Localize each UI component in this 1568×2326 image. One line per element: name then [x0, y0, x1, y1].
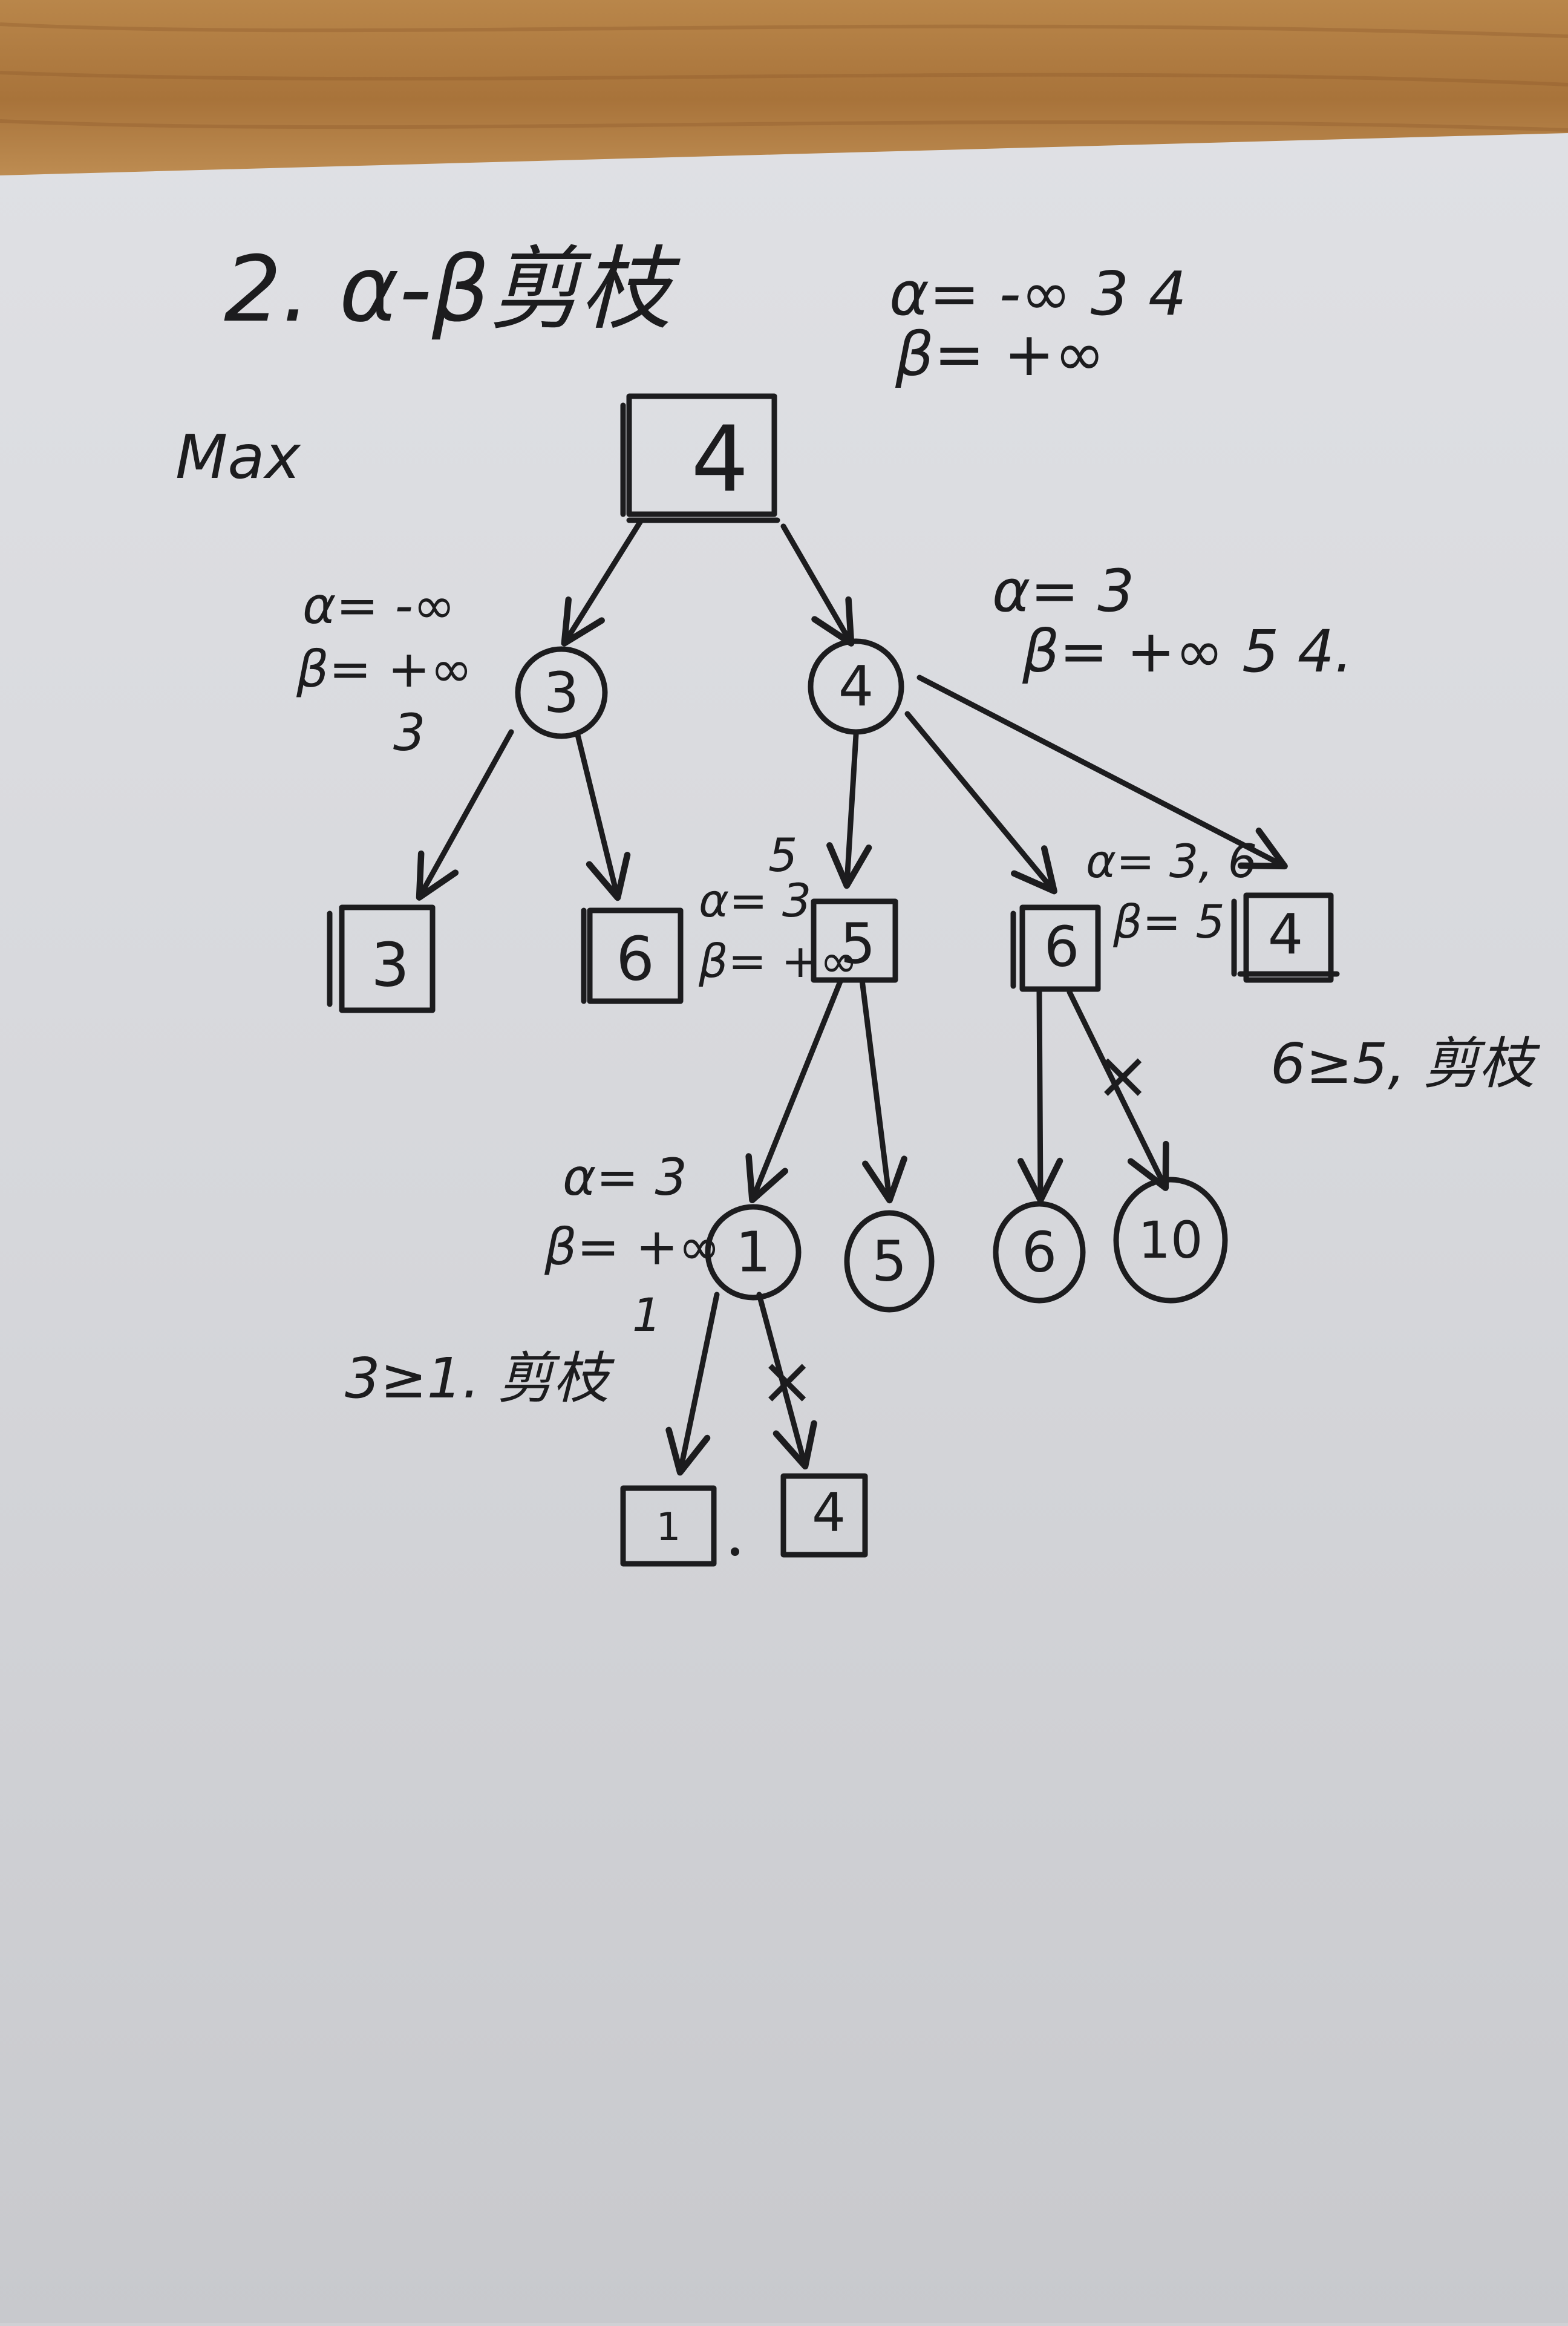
leaf-6: [993, 1201, 1086, 1304]
max-node-5: [811, 898, 898, 983]
left-min-alpha: α= -∞: [302, 576, 456, 635]
max-node-5-value: 5: [840, 912, 876, 976]
paper-sheet: [0, 133, 1568, 2323]
edge-min1-leaf4: [756, 1292, 817, 1470]
min1-beta: β= +∞: [544, 1217, 720, 1276]
edge-root-right: [780, 523, 855, 647]
page-title: 2. α-β剪枝: [224, 237, 681, 342]
leaf-b-value: 6: [616, 924, 655, 995]
prune-note-right: 6≥5, 剪枝: [1270, 1031, 1541, 1096]
min-node-left: [515, 646, 608, 739]
edge-right-max5: [826, 732, 872, 889]
right-min-alpha: α= 3: [992, 557, 1134, 625]
leaf-1-value: 1: [656, 1505, 681, 1550]
root-beta-label: β= +∞: [895, 319, 1105, 390]
edge-right-max6: [904, 711, 1057, 895]
leaf-4-value: 4: [1268, 903, 1304, 967]
edge-right-leaf4: [916, 675, 1288, 870]
prune-note-left: 3≥1. 剪枝: [345, 1346, 615, 1411]
edge-max5-leaf5: [859, 977, 907, 1204]
min-node-1-value: 1: [736, 1220, 771, 1285]
root-node: [626, 393, 777, 517]
max-node-6: [1019, 904, 1101, 992]
leaf-10-value: 10: [1138, 1210, 1203, 1270]
leaf-6-value: 6: [1022, 1220, 1057, 1285]
leaf-a: [339, 904, 436, 1013]
level-label-max: Max: [175, 422, 302, 492]
max5-alpha: α= 3: [699, 874, 811, 927]
leaf-4: [1243, 892, 1334, 983]
edge-left-leaf-a: [416, 729, 514, 901]
edge-root-left: [561, 517, 644, 647]
cut-mark-left: ×: [759, 1342, 815, 1419]
leaf-5-value: 5: [872, 1229, 907, 1294]
max5-beta: β= +∞: [698, 934, 858, 988]
min-node-right-value: 4: [838, 655, 874, 719]
tree-edges: [416, 517, 1288, 1476]
edge-max6-leaf6: [1017, 989, 1063, 1204]
left-min-value: 3: [393, 703, 425, 762]
root-node-value: 4: [691, 407, 748, 512]
left-min-beta: β= +∞: [296, 639, 472, 699]
cut-mark-right: ×: [1095, 1036, 1151, 1114]
max6-beta: β= 5: [1112, 895, 1225, 949]
edge-left-leaf-b: [575, 732, 631, 901]
min-node-right: [808, 638, 904, 735]
edge-max5-min1: [745, 977, 844, 1204]
max6-alpha: α= 3, 6: [1086, 834, 1257, 888]
leaf-5: [844, 1210, 935, 1313]
edge-min1-leaf1: [665, 1292, 720, 1476]
leaf-a-value: 3: [371, 930, 410, 1001]
edge-max6-leaf10: [1067, 989, 1169, 1191]
min1-alpha: α= 3: [563, 1148, 687, 1207]
leaf-4b-value: 4: [812, 1482, 846, 1544]
tree-nodes: 4 3 4 3 6 5 6 4 1 5 6 10 1: [327, 393, 1340, 1567]
max5-top-value: 5: [768, 828, 797, 882]
min-node-left-value: 3: [544, 661, 580, 725]
max-node-6-value: 6: [1044, 915, 1080, 979]
root-alpha-label: α= -∞ 3 4: [889, 258, 1187, 329]
leaf-b: [587, 907, 684, 1004]
min1-value: 1: [632, 1288, 661, 1342]
leaf-1: [620, 1485, 717, 1567]
leaf-10: [1113, 1177, 1228, 1304]
right-min-beta: β= +∞ 5 4.: [1022, 618, 1353, 685]
min-node-1: [705, 1204, 802, 1301]
leaf-4b: [780, 1473, 868, 1558]
